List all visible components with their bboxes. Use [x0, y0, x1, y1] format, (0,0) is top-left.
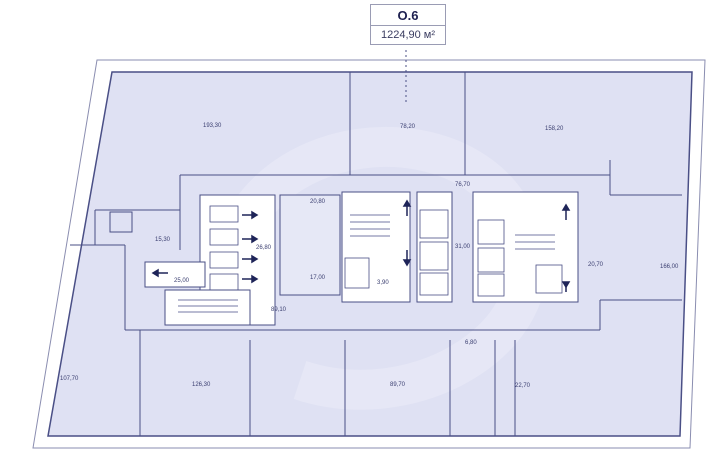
arrow-right-icon [242, 210, 259, 220]
room-label[interactable]: 25,00 [174, 278, 190, 284]
arrow-down-icon [561, 281, 571, 292]
room-label[interactable]: 22,70 [515, 383, 531, 389]
floor-name: О.6 [371, 5, 445, 26]
room-label[interactable]: 26,80 [256, 245, 272, 251]
room-label[interactable]: 107,70 [60, 376, 79, 382]
arrow-right-icon [242, 254, 259, 264]
arrow-right-icon [242, 274, 259, 284]
room-label[interactable]: 20,80 [310, 199, 326, 205]
floor-badge[interactable]: О.6 1224,90 м² [370, 4, 446, 45]
arrow-up-icon [561, 203, 571, 220]
room-label[interactable]: 126,30 [192, 382, 211, 388]
room-labels: 193,30 78,20 158,20 76,70 20,80 26,80 15… [60, 123, 679, 389]
room-label[interactable]: 193,30 [203, 123, 222, 129]
evacuation-arrows [151, 199, 571, 292]
room-label[interactable]: 17,00 [310, 275, 326, 281]
room-label[interactable]: 76,70 [455, 182, 471, 188]
building-core [144, 191, 579, 326]
room-label[interactable]: 3,90 [377, 280, 389, 286]
room-label[interactable]: 6,80 [465, 340, 477, 346]
room-label[interactable]: 89,10 [271, 307, 287, 313]
arrow-left-icon [151, 268, 168, 278]
room-label[interactable]: 166,00 [660, 264, 679, 270]
room-label[interactable]: 158,20 [545, 126, 564, 132]
arrow-up-icon [402, 199, 412, 216]
room-label[interactable]: 15,30 [155, 237, 171, 243]
room-label[interactable]: 20,70 [588, 262, 604, 268]
room-label[interactable]: 89,70 [390, 382, 406, 388]
floor-area: 1224,90 м² [380, 29, 436, 41]
interior-walls [70, 72, 682, 436]
arrow-right-icon [242, 234, 259, 244]
room-label[interactable]: 78,20 [400, 124, 416, 130]
arrow-down-icon [402, 250, 412, 267]
room-label[interactable]: 31,00 [455, 244, 471, 250]
